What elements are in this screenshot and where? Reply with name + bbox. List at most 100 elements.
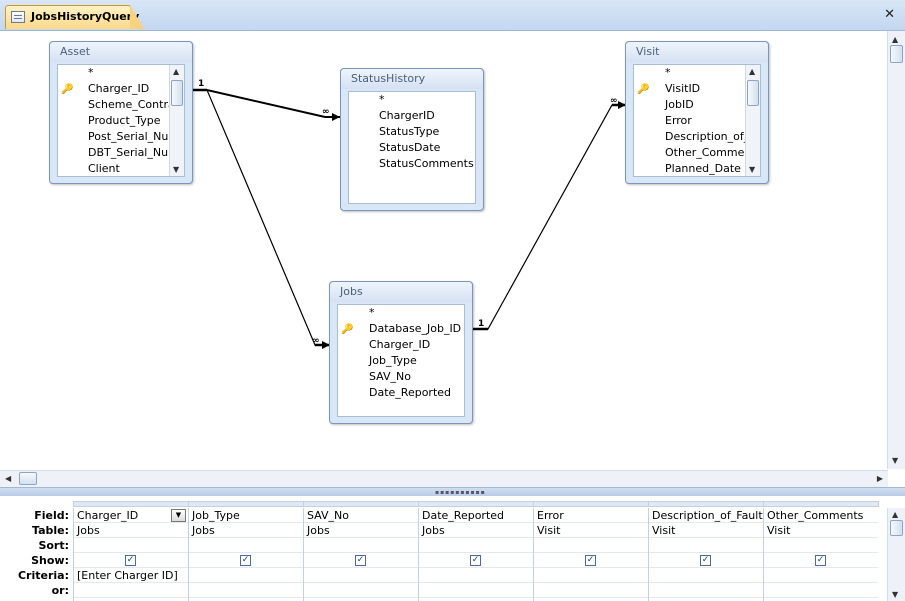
criteria-cell[interactable] <box>419 568 533 583</box>
design-horizontal-scrollbar[interactable]: ◀ ▶ <box>0 470 888 488</box>
design-vertical-scrollbar[interactable]: ▲ ▼ <box>887 31 905 469</box>
column-selector[interactable] <box>533 501 649 507</box>
field-item[interactable]: SAV_No <box>369 370 411 383</box>
field-item[interactable]: * <box>88 66 94 79</box>
sort-cell[interactable] <box>534 538 648 553</box>
field-item[interactable]: Error <box>665 114 692 127</box>
scroll-up-icon[interactable]: ▲ <box>892 35 899 44</box>
field-item[interactable]: * <box>379 93 385 106</box>
tab-jobs-history-query[interactable]: JobsHistoryQuery <box>5 5 144 29</box>
design-horizontal-scroll-thumb[interactable] <box>19 472 37 485</box>
field-dropdown-button[interactable]: ▼ <box>171 509 186 522</box>
scroll-up-icon[interactable]: ▲ <box>173 67 180 76</box>
field-item[interactable]: Charger_ID <box>369 338 431 351</box>
field-list-title[interactable]: Visit <box>626 42 768 62</box>
criteria-cell[interactable] <box>534 568 648 583</box>
scroll-left-icon[interactable]: ◀ <box>5 474 12 483</box>
field-list-jobs[interactable]: Jobs * 🔑Database_Job_ID Charger_ID Job_T… <box>329 281 473 424</box>
field-list-asset[interactable]: Asset * 🔑Charger_ID Scheme_Contra Produc… <box>49 41 193 184</box>
field-item[interactable]: JobID <box>665 98 694 111</box>
field-item[interactable]: * <box>369 306 375 319</box>
show-checkbox[interactable]: ✓ <box>355 555 366 566</box>
field-cell[interactable]: SAV_No <box>304 508 418 523</box>
table-cell[interactable]: Visit <box>764 523 878 538</box>
field-item[interactable]: ChargerID <box>379 109 435 122</box>
column-selector[interactable] <box>188 501 304 507</box>
scroll-down-icon[interactable]: ▼ <box>749 165 756 174</box>
field-item[interactable]: Job_Type <box>369 354 417 367</box>
show-checkbox[interactable]: ✓ <box>585 555 596 566</box>
scroll-up-icon[interactable]: ▲ <box>749 67 756 76</box>
or-cell[interactable] <box>534 583 648 598</box>
show-checkbox[interactable]: ✓ <box>470 555 481 566</box>
field-item[interactable]: StatusDate <box>379 141 441 154</box>
criteria-cell[interactable] <box>304 568 418 583</box>
field-item-primary-key[interactable]: 🔑Database_Job_ID <box>338 321 464 337</box>
field-item[interactable]: Post_Serial_Num <box>88 130 180 143</box>
table-cell[interactable]: Jobs <box>189 523 303 538</box>
field-list-scrollbar[interactable]: ▲ ▼ <box>745 65 760 176</box>
sort-cell[interactable] <box>649 538 763 553</box>
criteria-cell[interactable]: [Enter Charger ID] <box>74 568 188 583</box>
field-item[interactable]: Description_of_ <box>665 130 750 143</box>
field-cell[interactable]: Date_Reported <box>419 508 533 523</box>
field-cell[interactable]: Job_Type <box>189 508 303 523</box>
field-list-title[interactable]: Jobs <box>330 282 472 302</box>
show-checkbox[interactable]: ✓ <box>700 555 711 566</box>
or-cell[interactable] <box>74 583 188 598</box>
or-cell[interactable] <box>419 583 533 598</box>
scroll-down-icon[interactable]: ▼ <box>892 590 899 599</box>
field-cell[interactable]: Other_Comments <box>764 508 878 523</box>
splitter-grip-icon[interactable]: ▪▪▪▪▪▪▪▪▪▪ <box>435 489 486 496</box>
column-selector[interactable] <box>73 501 189 507</box>
column-selector[interactable] <box>418 501 534 507</box>
table-cell[interactable]: Jobs <box>419 523 533 538</box>
grid-vertical-scroll-thumb[interactable] <box>890 520 903 536</box>
or-cell[interactable] <box>189 583 303 598</box>
table-cell[interactable]: Visit <box>534 523 648 538</box>
field-item[interactable]: Date_Reported <box>369 386 452 399</box>
criteria-cell[interactable] <box>764 568 878 583</box>
criteria-cell[interactable] <box>649 568 763 583</box>
scroll-up-icon[interactable]: ▲ <box>892 510 899 519</box>
scroll-thumb[interactable] <box>171 80 183 106</box>
sort-cell[interactable] <box>419 538 533 553</box>
column-selector[interactable] <box>763 501 879 507</box>
field-list-title[interactable]: Asset <box>50 42 192 62</box>
field-item[interactable]: DBT_Serial_Num <box>88 146 179 159</box>
show-checkbox[interactable]: ✓ <box>815 555 826 566</box>
show-checkbox[interactable]: ✓ <box>240 555 251 566</box>
field-item-primary-key[interactable]: 🔑Charger_ID <box>58 81 184 97</box>
column-selector[interactable] <box>648 501 764 507</box>
close-icon[interactable]: ✕ <box>884 7 895 22</box>
criteria-cell[interactable] <box>189 568 303 583</box>
sort-cell[interactable] <box>304 538 418 553</box>
field-list-statushistory[interactable]: StatusHistory * ChargerID StatusType Sta… <box>340 68 484 211</box>
column-selector[interactable] <box>303 501 419 507</box>
table-cell[interactable]: Jobs <box>304 523 418 538</box>
field-cell[interactable]: Charger_ID <box>74 508 188 523</box>
scroll-right-icon[interactable]: ▶ <box>876 474 883 483</box>
sort-cell[interactable] <box>189 538 303 553</box>
or-cell[interactable] <box>649 583 763 598</box>
field-list-title[interactable]: StatusHistory <box>341 69 483 89</box>
field-item-primary-key[interactable]: 🔑VisitID <box>634 81 760 97</box>
field-list-visit[interactable]: Visit * 🔑VisitID JobID Error Description… <box>625 41 769 184</box>
show-checkbox[interactable]: ✓ <box>125 555 136 566</box>
field-item[interactable]: Client <box>88 162 120 175</box>
sort-cell[interactable] <box>74 538 188 553</box>
field-item[interactable]: * <box>665 66 671 79</box>
field-cell[interactable]: Error <box>534 508 648 523</box>
field-item[interactable]: Product_Type <box>88 114 161 127</box>
scroll-down-icon[interactable]: ▼ <box>892 456 899 465</box>
or-cell[interactable] <box>764 583 878 598</box>
scroll-thumb[interactable] <box>747 80 759 106</box>
field-item[interactable]: Scheme_Contra <box>88 98 175 111</box>
design-vertical-scroll-thumb[interactable] <box>890 45 903 63</box>
scroll-down-icon[interactable]: ▼ <box>173 165 180 174</box>
table-cell[interactable]: Visit <box>649 523 763 538</box>
field-list-scrollbar[interactable]: ▲ ▼ <box>169 65 184 176</box>
field-item[interactable]: Other_Commen <box>665 146 752 159</box>
sort-cell[interactable] <box>764 538 878 553</box>
field-item[interactable]: StatusType <box>379 125 440 138</box>
